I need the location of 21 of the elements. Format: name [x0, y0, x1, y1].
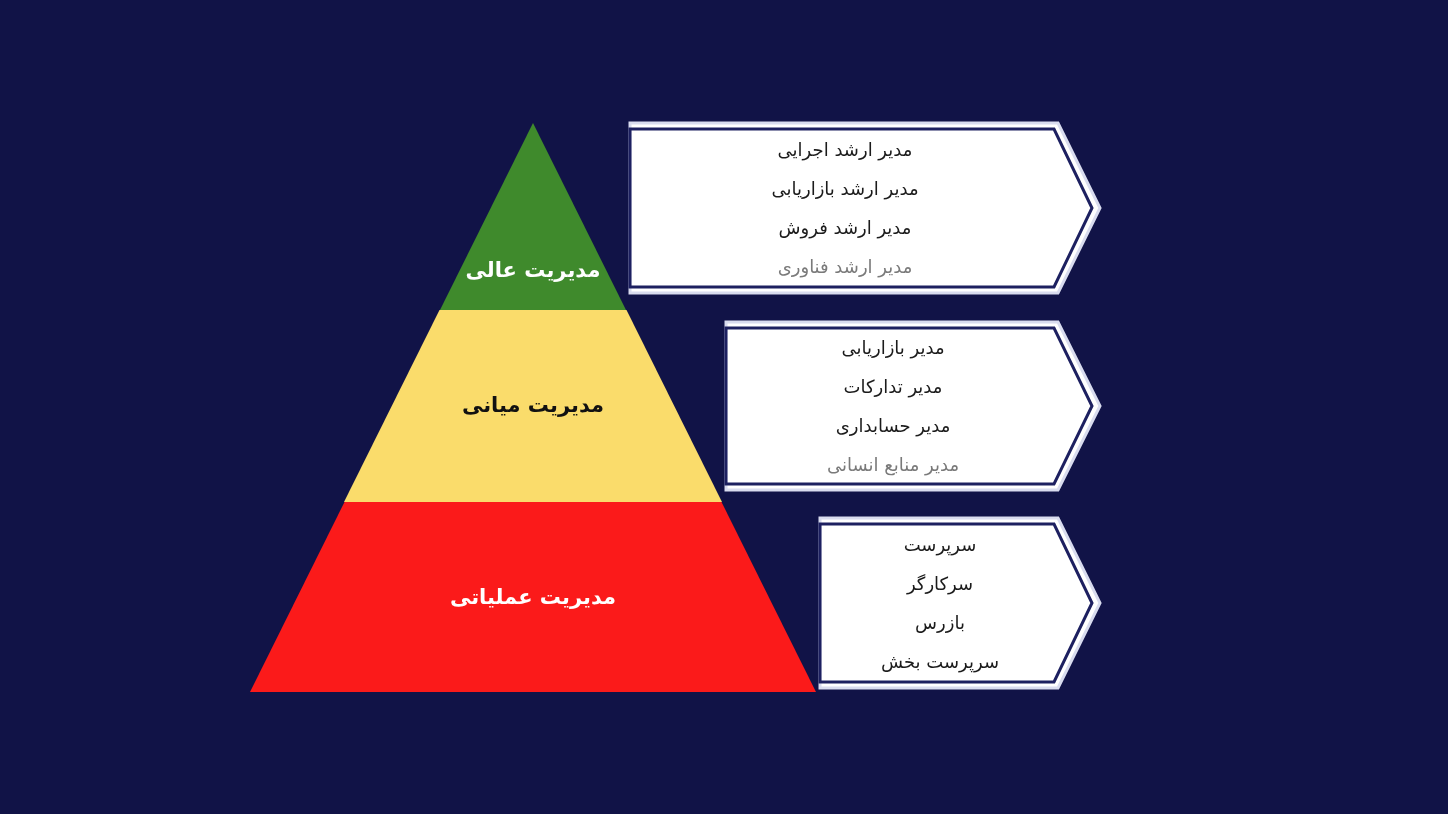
pyramid-tier: [250, 502, 816, 692]
arrow-panel: [726, 322, 1100, 490]
tier-title: مدیریت عالی: [465, 258, 601, 282]
list-item: مدیر ارشد فروش: [778, 216, 912, 240]
tier-title: مدیریت میانی: [461, 393, 605, 417]
pyramid-tier: [344, 310, 722, 502]
list-item: سرپرست بخش: [881, 650, 999, 674]
tier-title: مدیریت عملیاتی: [449, 585, 617, 609]
list-item: سرکارگر: [906, 572, 974, 596]
arrow-panel: [630, 123, 1100, 293]
pyramid-tier: [440, 123, 626, 310]
list-item: مدیر ارشد بازاریابی: [771, 177, 919, 201]
list-item: مدیر بازاریابی: [841, 336, 945, 360]
arrow-panel: [820, 518, 1100, 688]
list-item: سرپرست: [903, 533, 977, 557]
list-item: مدیر حسابداری: [835, 414, 951, 438]
list-item: مدیر ارشد فناوری: [777, 255, 913, 279]
list-item: بازرس: [915, 611, 965, 635]
list-item: مدیر ارشد اجرایی: [777, 138, 913, 162]
list-item: مدیر تدارکات: [843, 375, 943, 399]
list-item: مدیر منابع انسانی: [826, 453, 960, 477]
